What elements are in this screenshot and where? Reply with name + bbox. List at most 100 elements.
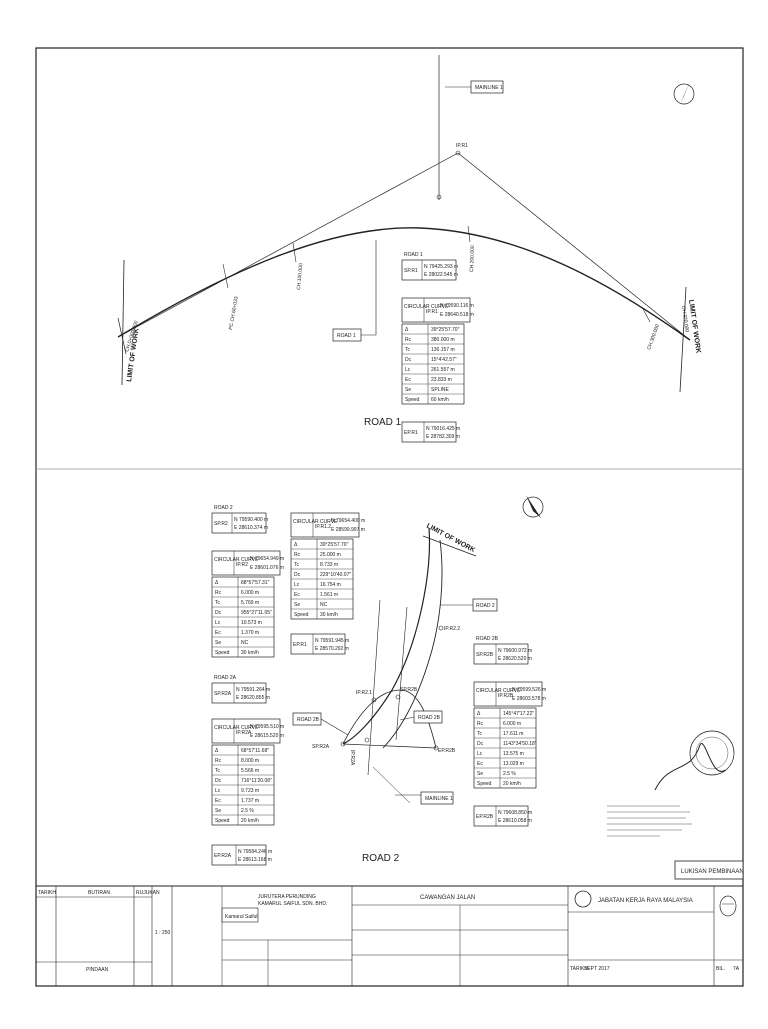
curve-param-name: Se [405,387,411,393]
curve-param-value: 2.5 % [503,771,516,777]
curve-param-name: Δ [294,542,298,548]
ip-r2-e: E 28601.076 m [250,565,284,571]
road2-plan: ROAD 2 SP.R2 N 79590.400 m E 28610.374 m… [211,495,546,866]
mainline1-tag [470,80,504,94]
ep-r1-box [401,421,457,443]
jkr-title: JABATAN KERJA RAYA MALAYSIA [598,898,693,904]
station-tick [117,317,127,355]
ep-r2a-box [211,844,267,866]
curve-param-name: Rc [215,758,222,764]
curve-param-value: 1.370 m [241,630,259,636]
sp-r2a-plan-label: SP.R2A [312,744,330,750]
ep-r1-n: N 79016.425 m [426,426,460,432]
sp-r2a-n: N 79591.264 m [236,687,270,693]
road1-leader [361,240,377,336]
sp-r2-n: N 79590.400 m [234,517,268,523]
curve-param-name: Ec [477,761,483,767]
ip-r2b-kind: CIRCULAR CURVE [476,688,521,694]
certification-note [607,805,692,837]
road1-alignment [117,227,691,341]
sp-r1-label: SP.R1 [404,268,418,274]
curve-param-name: Lc [215,620,221,626]
road2-tag-text: ROAD 2 [476,603,495,609]
road1-title: ROAD 1 [364,417,402,428]
ip-r2-box [211,550,281,576]
station-tick [641,306,651,323]
curve-param-value: 23.833 m [431,377,452,383]
curve-param-name: Ec [294,592,300,598]
curve-param-name: Se [294,602,300,608]
curve-param-value: 5.769 m [241,600,259,606]
ip-r22-label: IP.R2.2 [444,626,460,632]
curve-param-value: 39°25'57.70" [431,327,460,333]
tarikh-value: SEPT 2017 [584,966,610,972]
curve-param-name: Dc [215,778,222,784]
curve-param-name: Dc [405,357,412,363]
road2b-tag-right-text: ROAD 2B [418,715,441,721]
curve-param-name: Speed [215,818,230,824]
ip-r2b-label: IP.R2B [498,693,514,699]
ep-r2b-plan-label: EP.R2B [438,748,456,754]
curve-param-name: Δ [477,711,481,717]
ip-r2-kind: CIRCULAR CURVE [214,557,259,563]
ip-r2-n: N 79654.949 m [250,556,284,562]
curve-param-name: Ec [215,798,221,804]
sp-r2b-e: E 28620.520 m [498,656,532,662]
engineer-seal [654,730,735,791]
road1-tangent-right [457,152,691,341]
sp-r2a-point [340,741,346,747]
curve-param-value: 30 km/h [320,612,338,618]
sheet-border [35,47,744,987]
north-arrow-icon [522,495,544,518]
ep-r2a-n: N 79584.246 m [238,849,272,855]
ep-r2b-box [473,805,529,827]
lukisan-stamp [674,860,744,880]
station-tick [292,242,297,263]
curve-param-name: Rc [215,590,222,596]
curve-param-name: Speed [477,781,492,787]
pindaan-label: PINDAAN [86,967,109,973]
curve-param-name: Tc [477,731,483,737]
curve-param-value: 6.000 m [503,721,521,727]
ep-r1-e-2: E 28570.292 m [315,646,349,652]
ip-r21-label: IP.R2.1 [356,690,372,696]
sp-r2b-box [473,643,529,665]
road2-alignment [342,527,431,745]
curve-param-value: 10.573 m [241,620,262,626]
sp-r2b-n: N 79600.972 m [498,648,532,654]
rev-header-detail: BUTIRAN [88,890,110,896]
curve-param-value: 955°27'11.05" [241,610,272,616]
ep-r1-label: EP.R1 [404,430,418,436]
ep-r1-label-2: EP.R1 [293,642,307,648]
ip-r1-n: N 79590.116 m [440,303,474,309]
ip-r1-point [455,150,461,156]
curve-param-value: 2.5 % [241,808,254,814]
curve-param-value: 88°57'57.31" [241,580,270,586]
road1-plan: MAINLINE 1 IP.R1 CH.0+000.000 PC CH.60+0… [117,55,701,443]
curve-param-value: 16.754 m [320,582,341,588]
sp-r2a-box [211,682,267,704]
consultant-logo-text: Kamarul Saiful [225,914,258,920]
curve-param-value: 30 km/h [241,650,259,656]
consultant-logo [221,907,259,923]
curve-param-value: 60 km/h [431,397,449,403]
mainline1-tag-2-text: MAINLINE 1 [425,796,453,802]
ip-r12-label: IP.R1.2 [315,524,331,530]
curve-param-value: 20 km/h [503,781,521,787]
curve-param-value: 9.723 m [241,788,259,794]
curve-param-name: Lc [215,788,221,794]
ip-r2a-point [364,737,370,743]
curve-param-name: Se [477,771,483,777]
ep-r2a-e: E 28613.168 m [238,857,272,863]
curve-param-value: 20 km/h [241,818,259,824]
sp-r2a-label: SP.R2A [214,691,232,697]
ip-r1-box [401,297,471,323]
cawangan-label: CAWANGAN JALAN [420,895,475,901]
curve-param-name: Tc [215,768,221,774]
sp-r2-label: SP.R2 [214,521,228,527]
curve-param-value: 5.566 m [241,768,259,774]
station-tick [467,225,471,243]
